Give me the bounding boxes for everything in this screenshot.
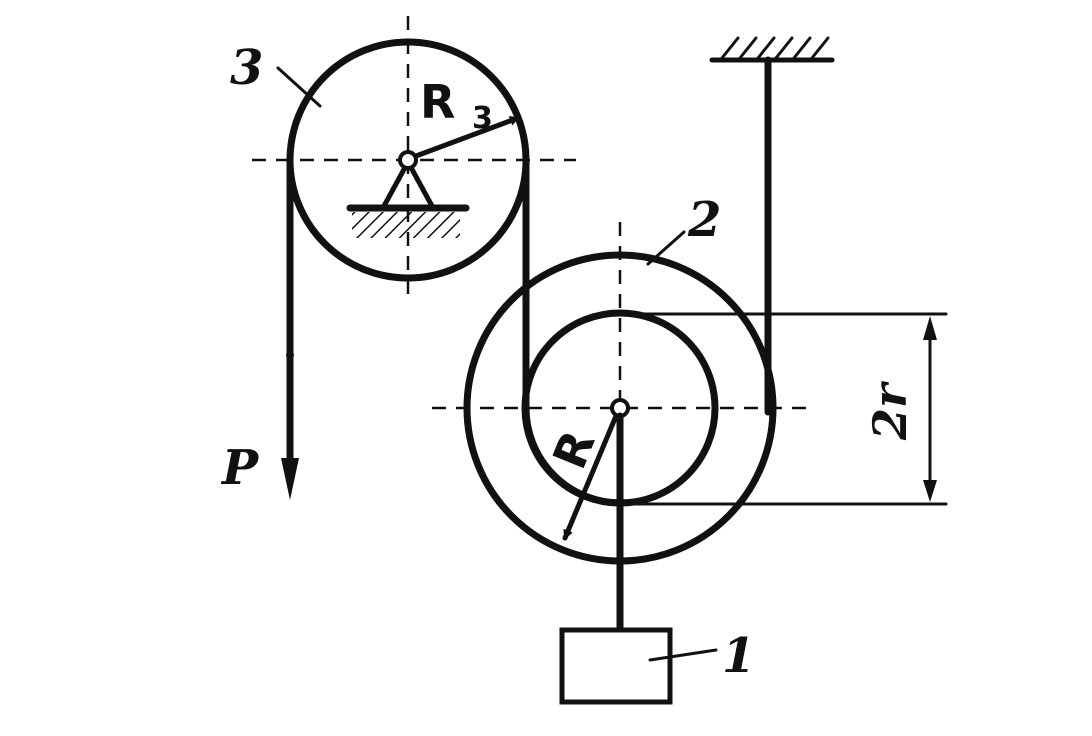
pulley-3-axle xyxy=(398,150,418,170)
label-radius-3: R xyxy=(420,75,455,129)
leader-3 xyxy=(276,66,322,108)
label-dimension-2r: 2r xyxy=(863,380,917,441)
label-body-2: 2 xyxy=(687,192,721,248)
label-force-p: P xyxy=(220,440,260,496)
ceiling-support xyxy=(709,36,835,63)
label-body-1: 1 xyxy=(722,628,755,684)
label-radius-3-subscript: 3 xyxy=(472,101,493,136)
dimension-2r xyxy=(620,312,948,506)
pulley-3-pin-support xyxy=(346,159,470,238)
leader-2 xyxy=(646,230,686,266)
radius-3-arrow xyxy=(413,115,521,159)
radius-2-arrow xyxy=(562,413,619,541)
leader-1 xyxy=(648,648,718,662)
force-p-arrowhead xyxy=(281,458,299,500)
load-1 xyxy=(559,412,673,705)
force-rope xyxy=(281,156,299,500)
load-1-block xyxy=(559,627,673,705)
label-body-3: 3 xyxy=(230,40,263,96)
